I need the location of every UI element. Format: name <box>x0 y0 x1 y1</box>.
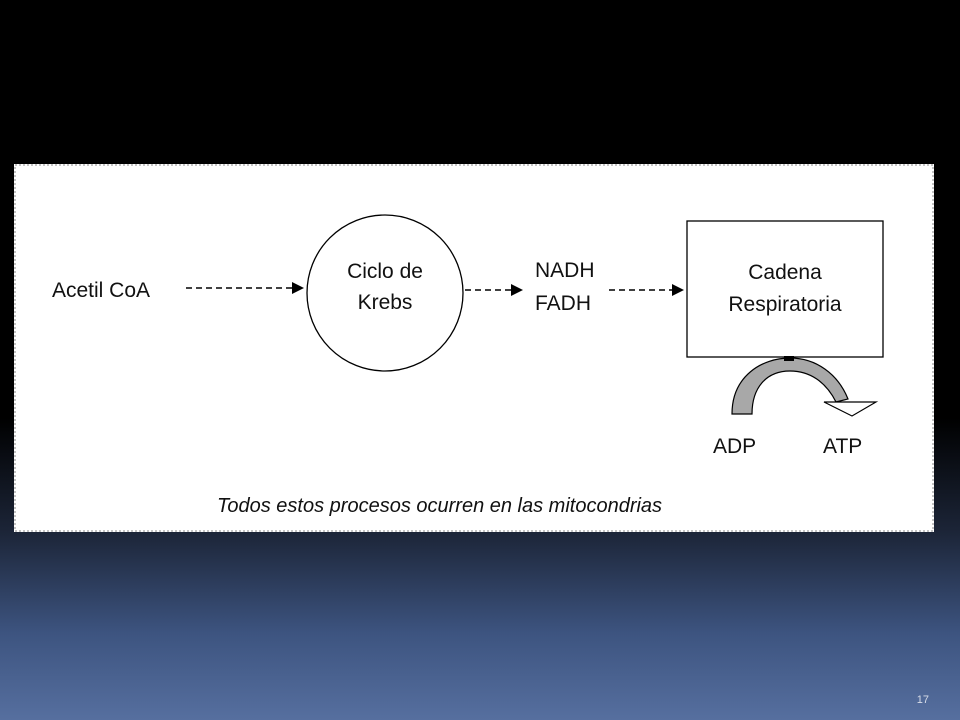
diagram-canvas: Acetil CoA Ciclo de Krebs NADH FADH Cade… <box>14 164 934 532</box>
krebs-diagram-figure: Acetil CoA Ciclo de Krebs NADH FADH Cade… <box>14 164 934 532</box>
krebs-cycle-circle <box>306 214 464 372</box>
fadh-label: FADH <box>535 292 591 315</box>
dotted-frame <box>14 164 934 532</box>
chain-label-line1: Cadena <box>748 261 822 284</box>
diagram-caption: Todos estos procesos ocurren en las mito… <box>217 495 662 517</box>
krebs-label-line2: Krebs <box>358 291 413 314</box>
acetil-coa-label: Acetil CoA <box>52 279 150 302</box>
atp-label: ATP <box>823 435 862 458</box>
page-number: 17 <box>916 694 929 706</box>
adp-label: ADP <box>713 435 756 458</box>
nadh-label: NADH <box>535 259 595 282</box>
adp-to-atp-curved-arrow-icon <box>731 356 879 417</box>
respiratory-chain-box <box>686 220 884 358</box>
chain-label-line2: Respiratoria <box>728 293 842 316</box>
krebs-label-line1: Ciclo de <box>347 260 423 283</box>
